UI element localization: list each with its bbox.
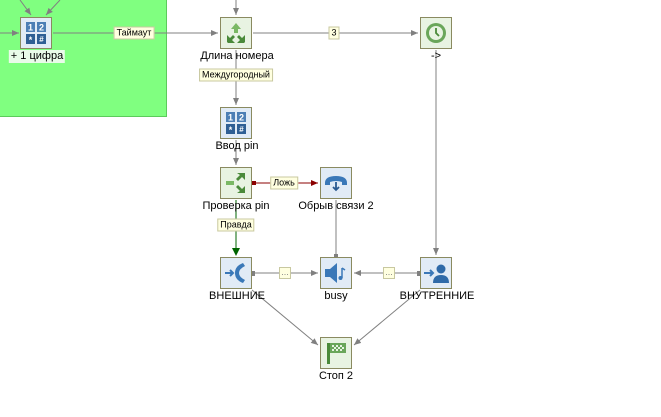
edge-label-false[interactable]: Ложь <box>270 176 298 190</box>
edge-label-three[interactable]: 3 <box>328 26 340 40</box>
svg-text:*: * <box>229 125 233 135</box>
node-timer[interactable] <box>420 17 452 49</box>
edge-label-long-distance[interactable]: Междугородный <box>199 68 273 82</box>
node-pin-check-label: Проверка pin <box>202 200 270 212</box>
transfer-user-icon <box>424 264 449 283</box>
incoming-call-icon <box>225 263 245 283</box>
edge-into-plus-digit-top-a[interactable] <box>19 0 32 16</box>
svg-text:2: 2 <box>39 23 44 33</box>
clock-icon <box>426 23 446 43</box>
edge-label-external-to-busy[interactable]: ... <box>279 267 291 279</box>
svg-text:1: 1 <box>228 113 233 123</box>
node-plus-digit-label: + 1 цифра <box>8 50 66 63</box>
node-hangup-label: Обрыв связи 2 <box>298 200 374 212</box>
edge-external-to-stop[interactable] <box>251 289 319 346</box>
node-number-length-label: Длина номера <box>200 50 274 62</box>
edge-label-timeout[interactable]: Таймаут <box>113 26 155 40</box>
svg-text:#: # <box>239 125 244 134</box>
condition-split-icon <box>226 173 245 193</box>
node-busy-label: busy <box>324 290 348 302</box>
node-timer-label: -> <box>430 50 442 62</box>
node-stop-label: Стоп 2 <box>318 370 354 382</box>
hangup-phone-icon <box>325 176 347 192</box>
svg-text:1: 1 <box>28 23 33 33</box>
svg-text:2: 2 <box>239 113 244 123</box>
node-external-label: ВНЕШНИЕ <box>209 290 265 302</box>
edge-label-internal-to-busy[interactable]: ... <box>383 267 395 279</box>
edge-into-plus-digit-top-b[interactable] <box>45 0 61 16</box>
svg-text:*: * <box>29 35 33 45</box>
node-pin-check[interactable] <box>220 167 252 199</box>
node-stop[interactable] <box>320 337 352 369</box>
keypad-icon: 1 2 * # <box>26 22 46 45</box>
node-pin-input[interactable]: 1 2 * # <box>220 107 252 139</box>
node-internal-label: ВНУТРЕННИЕ <box>399 290 475 302</box>
edge-label-true[interactable]: Правда <box>217 218 255 232</box>
node-internal[interactable] <box>420 257 452 289</box>
edge-internal-to-stop[interactable] <box>353 289 421 346</box>
branch-arrows-icon <box>227 23 245 43</box>
node-plus-digit[interactable]: 1 2 * # <box>20 17 52 49</box>
speaker-music-icon <box>325 263 346 283</box>
node-number-length[interactable] <box>220 17 252 49</box>
node-pin-input-label: Ввод pin <box>215 140 259 152</box>
finish-flag-icon <box>327 343 346 364</box>
svg-text:#: # <box>39 35 44 44</box>
keypad-icon: 1 2 * # <box>226 112 246 135</box>
node-hangup[interactable] <box>320 167 352 199</box>
node-busy[interactable] <box>320 257 352 289</box>
node-external[interactable] <box>220 257 252 289</box>
